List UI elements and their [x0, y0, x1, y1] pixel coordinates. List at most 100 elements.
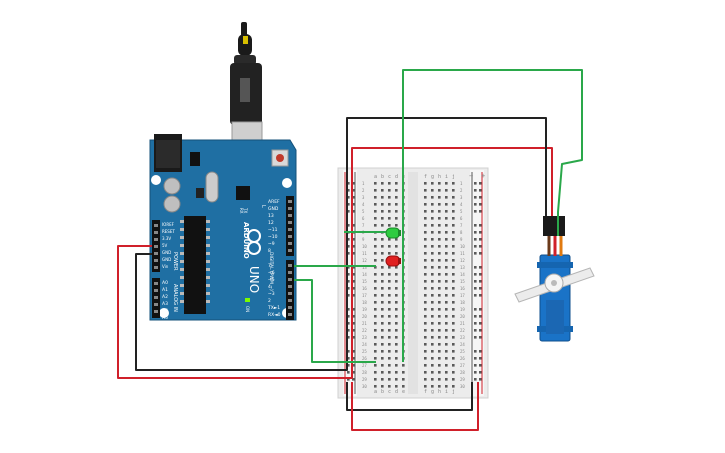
breadboard-hole[interactable] [438, 322, 441, 325]
rail-hole[interactable] [474, 210, 477, 213]
breadboard-hole[interactable] [388, 315, 391, 318]
rail-hole[interactable] [347, 203, 350, 206]
rail-hole[interactable] [347, 238, 350, 241]
breadboard-hole[interactable] [374, 238, 377, 241]
breadboard-hole[interactable] [431, 350, 434, 353]
breadboard-hole[interactable] [438, 217, 441, 220]
arduino-uno-board[interactable]: ARDUINO UNO POWER ANALOG IN DIGITAL (PWM… [149, 134, 297, 321]
breadboard-hole[interactable] [452, 350, 455, 353]
breadboard-hole[interactable] [424, 287, 427, 290]
breadboard-hole[interactable] [374, 287, 377, 290]
breadboard-hole[interactable] [424, 210, 427, 213]
breadboard-hole[interactable] [424, 364, 427, 367]
breadboard-hole[interactable] [452, 252, 455, 255]
rail-hole[interactable] [474, 224, 477, 227]
breadboard-hole[interactable] [431, 385, 434, 388]
breadboard-hole[interactable] [388, 371, 391, 374]
breadboard-hole[interactable] [381, 238, 384, 241]
breadboard-hole[interactable] [438, 329, 441, 332]
breadboard-hole[interactable] [395, 308, 398, 311]
rail-hole[interactable] [474, 280, 477, 283]
rail-hole[interactable] [479, 182, 482, 185]
breadboard-hole[interactable] [388, 224, 391, 227]
breadboard-hole[interactable] [388, 238, 391, 241]
breadboard-hole[interactable] [374, 280, 377, 283]
breadboard-hole[interactable] [445, 217, 448, 220]
breadboard-hole[interactable] [438, 357, 441, 360]
breadboard-hole[interactable] [431, 266, 434, 269]
breadboard-hole[interactable] [424, 315, 427, 318]
rail-hole[interactable] [479, 231, 482, 234]
red-led[interactable] [385, 255, 401, 267]
rail-hole[interactable] [479, 371, 482, 374]
breadboard-hole[interactable] [381, 252, 384, 255]
breadboard-hole[interactable] [374, 343, 377, 346]
rail-hole[interactable] [352, 280, 355, 283]
breadboard-hole[interactable] [395, 301, 398, 304]
breadboard-hole[interactable] [388, 301, 391, 304]
breadboard-hole[interactable] [388, 378, 391, 381]
breadboard-hole[interactable] [388, 364, 391, 367]
breadboard-hole[interactable] [438, 294, 441, 297]
breadboard-hole[interactable] [388, 210, 391, 213]
breadboard-hole[interactable] [424, 357, 427, 360]
breadboard-hole[interactable] [395, 287, 398, 290]
breadboard-hole[interactable] [395, 336, 398, 339]
breadboard-hole[interactable] [452, 378, 455, 381]
rail-hole[interactable] [347, 210, 350, 213]
rail-hole[interactable] [352, 357, 355, 360]
breadboard-hole[interactable] [452, 301, 455, 304]
breadboard-hole[interactable] [395, 378, 398, 381]
rail-hole[interactable] [352, 371, 355, 374]
breadboard-hole[interactable] [424, 322, 427, 325]
breadboard-hole[interactable] [395, 364, 398, 367]
breadboard-hole[interactable] [424, 203, 427, 206]
breadboard-hole[interactable] [445, 336, 448, 339]
rail-hole[interactable] [352, 210, 355, 213]
rail-hole[interactable] [474, 322, 477, 325]
breadboard-hole[interactable] [381, 385, 384, 388]
breadboard-hole[interactable] [438, 336, 441, 339]
breadboard-hole[interactable] [452, 343, 455, 346]
breadboard-hole[interactable] [452, 203, 455, 206]
breadboard-hole[interactable] [388, 273, 391, 276]
breadboard-hole[interactable] [395, 385, 398, 388]
breadboard-hole[interactable] [438, 273, 441, 276]
breadboard-hole[interactable] [395, 182, 398, 185]
breadboard-hole[interactable] [431, 322, 434, 325]
breadboard-hole[interactable] [452, 294, 455, 297]
rail-hole[interactable] [352, 245, 355, 248]
breadboard-hole[interactable] [388, 294, 391, 297]
breadboard-hole[interactable] [424, 371, 427, 374]
breadboard-hole[interactable] [395, 329, 398, 332]
rail-hole[interactable] [347, 189, 350, 192]
rail-hole[interactable] [352, 322, 355, 325]
breadboard-hole[interactable] [431, 364, 434, 367]
breadboard-hole[interactable] [438, 182, 441, 185]
breadboard-hole[interactable] [431, 224, 434, 227]
rail-hole[interactable] [347, 280, 350, 283]
breadboard-hole[interactable] [381, 364, 384, 367]
breadboard-hole[interactable] [445, 308, 448, 311]
rail-hole[interactable] [474, 287, 477, 290]
breadboard-hole[interactable] [381, 343, 384, 346]
breadboard-hole[interactable] [388, 350, 391, 353]
rail-hole[interactable] [347, 322, 350, 325]
breadboard-hole[interactable] [445, 280, 448, 283]
breadboard-hole[interactable] [395, 343, 398, 346]
breadboard-hole[interactable] [374, 364, 377, 367]
rail-hole[interactable] [474, 378, 477, 381]
rail-hole[interactable] [347, 245, 350, 248]
rail-hole[interactable] [352, 308, 355, 311]
breadboard-hole[interactable] [388, 322, 391, 325]
breadboard-hole[interactable] [395, 196, 398, 199]
rail-hole[interactable] [474, 231, 477, 234]
breadboard-hole[interactable] [438, 350, 441, 353]
breadboard-hole[interactable] [381, 378, 384, 381]
rail-hole[interactable] [479, 364, 482, 367]
rail-hole[interactable] [352, 189, 355, 192]
breadboard-hole[interactable] [424, 378, 427, 381]
breadboard-hole[interactable] [388, 280, 391, 283]
rail-hole[interactable] [479, 308, 482, 311]
breadboard-hole[interactable] [395, 210, 398, 213]
